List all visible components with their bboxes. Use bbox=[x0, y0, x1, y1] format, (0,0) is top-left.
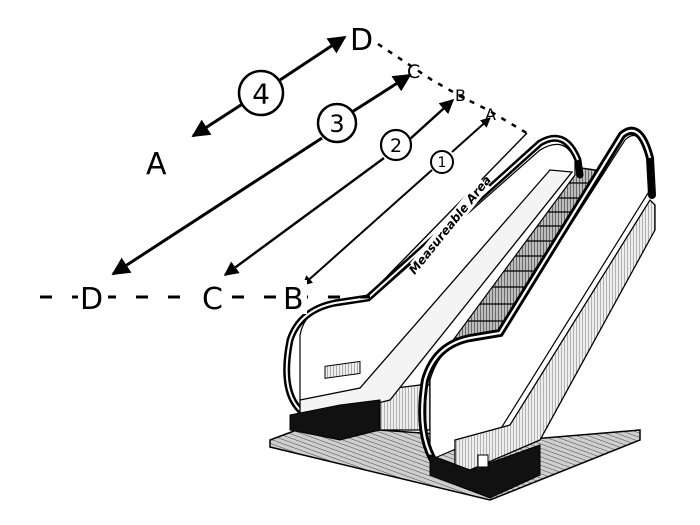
measureable-area-line bbox=[367, 132, 528, 297]
top-label-d: D bbox=[350, 23, 373, 58]
left-newel-base bbox=[289, 399, 381, 441]
escalator-illustration bbox=[269, 126, 656, 501]
bottom-label-b: B bbox=[283, 282, 304, 317]
left-label-a: A bbox=[146, 147, 167, 182]
bottom-label-d: D bbox=[80, 282, 103, 317]
measurement-1-number: 1 bbox=[438, 155, 447, 171]
measurement-1: 1 bbox=[302, 117, 491, 286]
top-label-a: A bbox=[485, 105, 496, 124]
measurement-2: 2 bbox=[223, 99, 455, 276]
right-newel-base bbox=[429, 444, 541, 499]
measurement-3: 3 bbox=[111, 73, 412, 276]
top-guide-dotted bbox=[377, 42, 531, 137]
top-label-c: C bbox=[407, 61, 420, 83]
measurement-3-number: 3 bbox=[329, 110, 344, 138]
measurement-4: 4 bbox=[191, 35, 347, 138]
measurement-2-number: 2 bbox=[390, 135, 402, 157]
top-label-b: B bbox=[455, 86, 466, 105]
measurement-4-number: 4 bbox=[252, 78, 270, 111]
bottom-label-c: C bbox=[202, 282, 223, 317]
